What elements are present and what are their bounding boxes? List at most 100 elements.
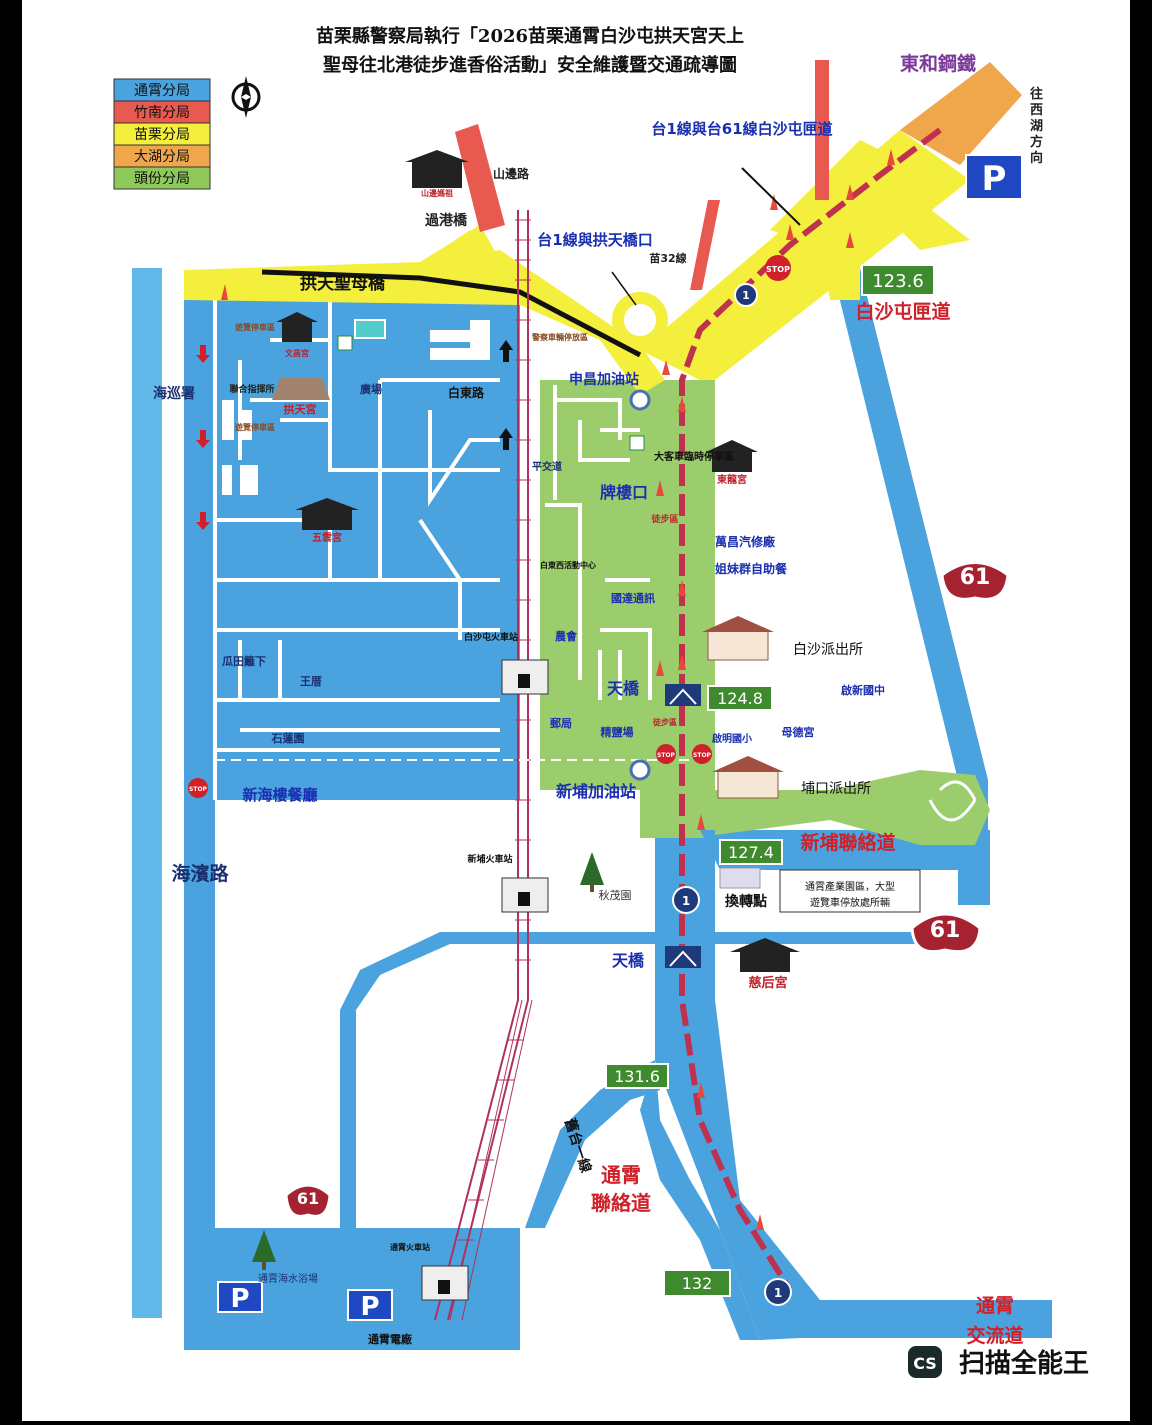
- street-grid: [213, 300, 500, 800]
- label-joint-command: 聯合指揮所: [229, 383, 274, 395]
- label-gongtian-bridge: 拱天聖母橋: [300, 273, 386, 294]
- legend-label-2: 竹南分局: [134, 105, 190, 121]
- gongtian-temple-icon: [272, 378, 330, 400]
- label-qixin-school: 啟新國中: [841, 683, 885, 697]
- label-mude-temple: 母德宮: [782, 725, 815, 739]
- svg-text:P: P: [230, 1284, 249, 1314]
- route-61-shield: 61: [284, 1183, 332, 1218]
- label-baisha-ramp: 白沙屯匣道: [855, 300, 950, 323]
- label-yuyun-temple: 五雲宮: [312, 531, 342, 544]
- toufen-zone: [540, 380, 715, 838]
- svg-text:STOP: STOP: [693, 752, 712, 759]
- label-skybridge-2: 天橋: [612, 951, 645, 970]
- label-bus-note: 通霄產業園區，大型遊覽車停放處所輛: [805, 880, 895, 909]
- svg-text:扫描全能王: 扫描全能王: [959, 1348, 1089, 1379]
- title-line2: 聖母往北港徒步進香俗活動」安全維護暨交通疏導圖: [323, 54, 737, 76]
- label-tongxiao-connector: 通霄聯絡道: [591, 1163, 651, 1215]
- label-post-office: 郵局: [550, 716, 572, 730]
- scanner-watermark: CS 扫描全能王: [908, 1346, 1089, 1379]
- cone-icon: [697, 1082, 705, 1098]
- svg-text:61: 61: [297, 1189, 319, 1208]
- cone-icon: [697, 814, 705, 830]
- xinpu-interchange: [715, 770, 990, 845]
- traffic-map: 苗栗縣警察局執行「2026苗栗通霄白沙屯拱天宮天上 聖母往北港徒步進香俗活動」安…: [113, 25, 1089, 1379]
- title-line1: 苗栗縣警察局執行「2026苗栗通霄白沙屯拱天宮天上: [316, 25, 744, 47]
- temple-icon: [405, 150, 469, 188]
- label-transfer-point: 換轉點: [725, 893, 767, 910]
- label-parking-area-1: 遊覽停車區: [235, 322, 275, 332]
- compass-icon: [231, 76, 261, 118]
- station-icon: [421, 1265, 469, 1301]
- cone-icon: [678, 654, 686, 670]
- temple-icon: [730, 938, 800, 972]
- route-61-shield: 61: [940, 561, 1010, 601]
- direction-arrows: [196, 345, 210, 530]
- arrow-down-icon: [196, 512, 210, 530]
- label-skybridge-1: 天橋: [607, 679, 640, 698]
- mileage-sign: 127.4: [719, 839, 783, 865]
- gas-station-icon: [629, 759, 651, 781]
- route-61-shield: 61: [910, 912, 982, 954]
- legend: 通霄分局 竹南分局 苗栗分局 大湖分局 頭份分局: [113, 78, 211, 190]
- gongtian-bridge-line: [261, 269, 642, 358]
- svg-text:131.6: 131.6: [614, 1067, 660, 1086]
- label-tongxiao-interchange: 通霄交流道: [966, 1295, 1023, 1347]
- label-miao32: 苗32線: [649, 251, 686, 265]
- label-t1-t61-ramp: 台1線與台61線白沙屯匣道: [651, 120, 832, 138]
- stop-sign-icon: STOP: [692, 744, 712, 764]
- svg-text:61: 61: [960, 565, 991, 590]
- parking-sign: P: [965, 154, 1023, 200]
- label-t1-bridge-entrance: 台1線與拱天橋口: [537, 231, 652, 249]
- svg-text:127.4: 127.4: [728, 843, 774, 862]
- map-sheet: 苗栗縣警察局執行「2026苗栗通霄白沙屯拱天宮天上 聖母往北港徒步進香俗活動」安…: [22, 0, 1130, 1421]
- label-baidong-road: 白東路: [448, 385, 485, 400]
- tree-icon: [252, 1230, 276, 1270]
- label-xinpu-connector: 新埔聯絡道: [800, 831, 895, 854]
- cone-icon: [678, 580, 686, 596]
- convenience-store-icon: [629, 435, 645, 451]
- svg-text:1: 1: [682, 894, 690, 908]
- legend-swatch-5: [113, 166, 211, 190]
- label-tongxiao-station: 通霄火車站: [390, 1242, 430, 1252]
- station-icon: [501, 659, 549, 695]
- police-station-icon: [702, 616, 774, 661]
- cone-icon: [770, 194, 778, 210]
- arrow-down-icon: [196, 345, 210, 363]
- traffic-cones: [221, 149, 895, 1230]
- label-baishatun-station: 白沙屯火車站: [464, 631, 518, 643]
- arrow-up-icon: [499, 340, 513, 362]
- skybridge-icon: [665, 946, 701, 968]
- label-tongxiao-power: 通霄電廠: [368, 1332, 413, 1346]
- label-cihou-temple: 慈后宮: [748, 975, 787, 991]
- buildings-blue: [222, 319, 490, 495]
- label-salt-field: 精鹽場: [601, 725, 634, 739]
- svg-text:1: 1: [774, 1286, 782, 1300]
- legend-label-3: 苗栗分局: [134, 127, 190, 143]
- arrow-down-icon: [196, 430, 210, 448]
- label-farm-assoc: 農會: [555, 629, 578, 643]
- gas-station-icon: [629, 389, 651, 411]
- label-xinpu-station: 新埔火車站: [467, 853, 512, 865]
- rail-ties: [448, 219, 531, 1281]
- zhunan-bar-2: [815, 60, 829, 200]
- label-parking-area-2: 遊覽停車區: [235, 422, 275, 432]
- skybridge-icon: [665, 684, 701, 706]
- svg-text:132: 132: [682, 1274, 713, 1293]
- label-binhai-road: 海濱路: [171, 862, 229, 885]
- svg-text:123.6: 123.6: [872, 271, 924, 292]
- cone-icon: [786, 224, 794, 240]
- zhunan-bar-1: [455, 124, 505, 232]
- temple-icon: [706, 440, 758, 472]
- label-guogang-bridge: 過港橋: [424, 212, 468, 229]
- station-icon: [501, 877, 549, 913]
- cone-icon: [656, 480, 664, 496]
- cone-icon: [221, 284, 228, 300]
- convenience-store-icon: [337, 335, 353, 351]
- transfer-point-box: [719, 867, 761, 889]
- svg-text:P: P: [360, 1292, 379, 1322]
- svg-text:124.8: 124.8: [717, 689, 763, 708]
- cone-icon: [656, 660, 664, 676]
- label-wanchang-repair: 萬昌汽修廠: [715, 534, 776, 549]
- label-wangchou: 王厝: [300, 675, 322, 688]
- tongxiao-zone-north: [184, 300, 520, 1350]
